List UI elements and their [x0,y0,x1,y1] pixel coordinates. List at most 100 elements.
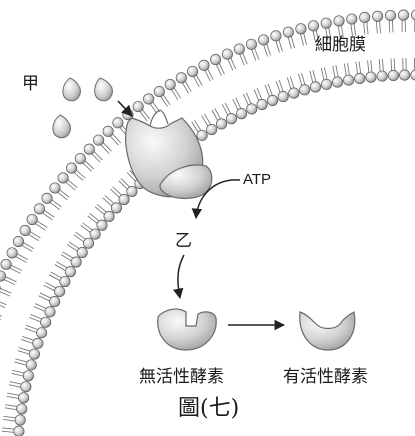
outer-phospholipid-head [347,14,357,24]
outer-phospholipid-head [411,10,415,20]
inner-phospholipid-head [49,296,59,306]
inner-phospholipid-head [247,104,257,114]
inner-phospholipid-head [321,79,331,89]
molecule-a-3 [53,115,70,138]
inner-phospholipid-head [97,220,107,230]
outer-phospholipid-head [133,101,143,111]
outer-phospholipid-head [210,54,220,64]
inner-phospholipid-head [15,415,25,425]
inner-phospholipid-head [119,194,129,204]
outer-phospholipid-head [258,35,268,45]
outer-phospholipid-head [321,18,331,28]
inner-phospholipid-head [207,124,217,134]
outer-phospholipid-head [1,259,11,269]
outer-phospholipid-head [103,126,113,136]
outer-phospholipid-head [27,214,37,224]
active-enzyme-label: 有活性酵素 [283,369,368,386]
inner-phospholipid-head [104,211,114,221]
outer-phospholipid-head [199,60,209,70]
inner-phospholipid-head [366,72,376,82]
outer-phospholipid-head [66,163,76,173]
inactive-enzyme-label: 無活性酵素 [139,369,224,386]
outer-phospholipid-head [385,10,395,20]
outer-phospholipid-head [93,135,103,145]
inner-phospholipid-head [17,404,27,414]
inner-phospholipid-head [26,360,36,370]
inner-phospholipid-head [343,75,353,85]
inner-phospholipid-head [33,338,43,348]
inner-phospholipid-head [267,95,277,105]
inner-phospholipid-head [45,307,55,317]
outer-phospholipid-head [154,86,164,96]
inner-phospholipid-head [216,119,226,129]
inner-phospholipid-head [257,99,267,109]
outer-phospholipid-head [187,66,197,76]
outer-phospholipid-head [334,16,344,26]
inner-phospholipid-head [23,371,33,381]
inner-phospholipid-head [36,328,46,338]
outer-phospholipid-tail [0,298,6,304]
inner-phospholipid-head [14,426,24,436]
inner-phospholipid-head [65,267,75,277]
inner-phospholipid-head [111,203,121,213]
outer-phospholipid-head [283,27,293,37]
membrane-label: 細胞膜 [315,37,366,54]
inner-phospholipid-head [226,113,236,123]
inner-phospholipid-head [29,349,39,359]
outer-phospholipid-head [50,183,60,193]
outer-phospholipid-head [20,225,30,235]
outer-phospholipid-head [271,31,281,41]
inner-phospholipid-head [355,73,365,83]
inner-phospholipid-head [197,130,207,140]
substance-b-label: 乙 [175,233,192,250]
inner-phospholipid-head [54,286,64,296]
outer-phospholipid-head [42,193,52,203]
outer-phospholipid-head [176,73,186,83]
outer-phospholipid-head [165,79,175,89]
inner-phospholipid-head [127,186,137,196]
outer-phospholipid-head [143,94,153,104]
outer-phospholipid-head [84,144,94,154]
outer-phospholipid-head [7,248,17,258]
arrow-b-to-enzyme [178,255,184,298]
outer-phospholipid-head [308,21,318,31]
inner-phospholipid-head [399,70,409,80]
outer-phospholipid-head [58,173,68,183]
inner-phospholipid-head [40,317,50,327]
outer-phospholipid-head [222,49,232,59]
outer-phospholipid-head [75,153,85,163]
inner-phospholipid-head [299,85,309,95]
inner-phospholipid-head [332,77,342,87]
outer-phospholipid-tail [0,313,1,319]
inner-phospholipid-head [90,229,100,239]
outer-phospholipid-tail [0,310,2,316]
molecule-a-1 [63,78,80,101]
inner-phospholipid-head [83,238,93,248]
substance-a-label: 甲 [22,76,39,93]
inner-phospholipid-head [71,257,81,267]
inner-phospholipid-head [377,71,387,81]
outer-phospholipid-head [34,204,44,214]
inner-phospholipid-head [289,88,299,98]
inner-phospholipid-head [310,82,320,92]
outer-phospholipid-head [13,236,23,246]
outer-phospholipid-head [296,24,306,34]
inner-phospholipid-head [18,393,28,403]
active-enzyme-shape [300,312,355,350]
outer-phospholipid-head [398,10,408,20]
outer-phospholipid-head [113,118,123,128]
inactive-enzyme-shape [158,309,216,350]
inner-phospholipid-head [77,247,87,257]
inner-phospholipid-head [411,70,415,80]
inner-phospholipid-head [388,70,398,80]
outer-phospholipid-head [234,44,244,54]
inner-phospholipid-head [278,91,288,101]
inner-phospholipid-head [60,276,70,286]
outer-phospholipid-head [360,12,370,22]
atp-label: ATP [243,172,271,187]
outer-phospholipid-head [372,11,382,21]
figure-caption: 圖(七) [178,398,239,420]
inner-phospholipid-head [21,382,31,392]
molecule-a-2 [95,78,113,101]
